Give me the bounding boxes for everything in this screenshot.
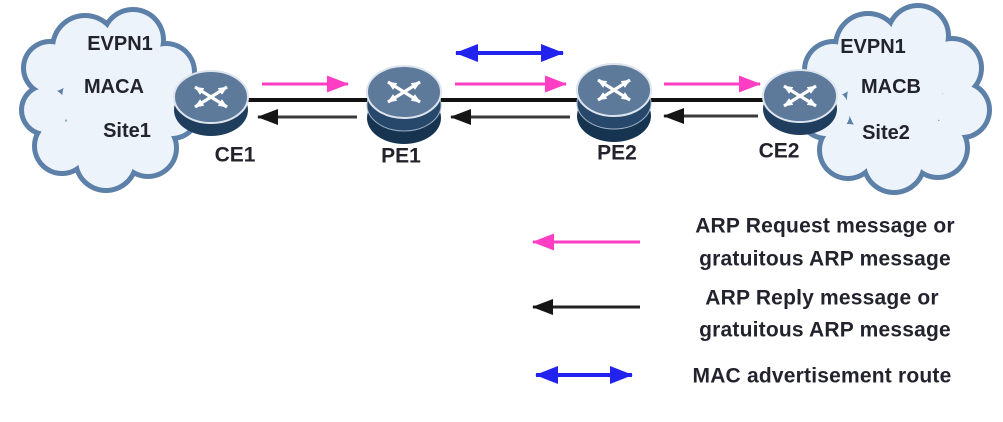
site1-cloud-icon <box>19 7 201 193</box>
site2-line-site: Site2 <box>862 122 910 144</box>
router-icon-pe2 <box>577 64 651 142</box>
legend-arp-reply-line2: gratuitous ARP message <box>699 318 951 342</box>
router-icon-ce2 <box>763 70 837 135</box>
legend-arp-reply-line1: ARP Reply message or <box>705 286 939 310</box>
site2-cloud-icon <box>797 3 992 195</box>
legend-arp-request-line2: gratuitous ARP message <box>699 247 951 271</box>
router-icon-ce1 <box>174 71 248 136</box>
site1-line-mac: MACA <box>84 76 144 98</box>
site1-line-site: Site1 <box>103 120 151 142</box>
legend-arp-request-line1: ARP Request message or <box>695 214 955 238</box>
site2-line-mac: MACB <box>861 76 921 98</box>
arp-reply-arrows <box>257 108 758 125</box>
node-label-pe1: PE1 <box>381 144 421 168</box>
node-label-ce2: CE2 <box>758 139 800 163</box>
legend-mac-route-line: MAC advertisement route <box>692 364 952 388</box>
site1-line-evpn: EVPN1 <box>87 33 153 55</box>
node-label-ce1: CE1 <box>214 143 256 167</box>
router-icon-pe1 <box>367 66 441 144</box>
site2-line-evpn: EVPN1 <box>840 36 906 58</box>
node-label-pe2: PE2 <box>597 141 637 165</box>
